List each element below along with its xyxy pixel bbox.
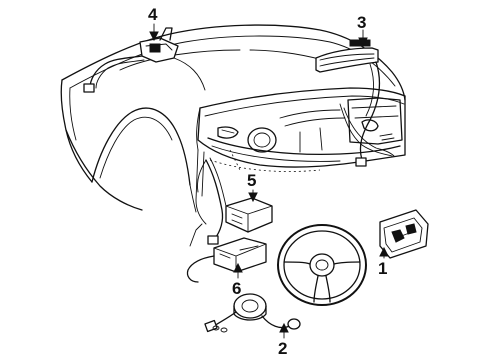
callout-5: 5 — [247, 171, 256, 190]
callout-3: 3 — [357, 13, 366, 32]
part-6-module-bracket — [186, 223, 267, 283]
part-4-sensor — [83, 27, 206, 93]
callout-leaders — [149, 23, 389, 339]
part-5-diagnostic-module — [197, 157, 273, 245]
steering-wheel — [277, 224, 367, 306]
callout-1: 1 — [378, 259, 387, 278]
callout-2: 2 — [278, 339, 287, 358]
callout-6: 6 — [232, 279, 241, 298]
part-1-driver-air-bag-module — [379, 209, 429, 259]
callout-4: 4 — [148, 5, 158, 24]
callout-labels: 4 3 5 6 1 2 — [148, 5, 387, 358]
part-2-coil-assembly — [204, 293, 301, 333]
part-3-passenger-air-bag-module — [315, 39, 381, 167]
